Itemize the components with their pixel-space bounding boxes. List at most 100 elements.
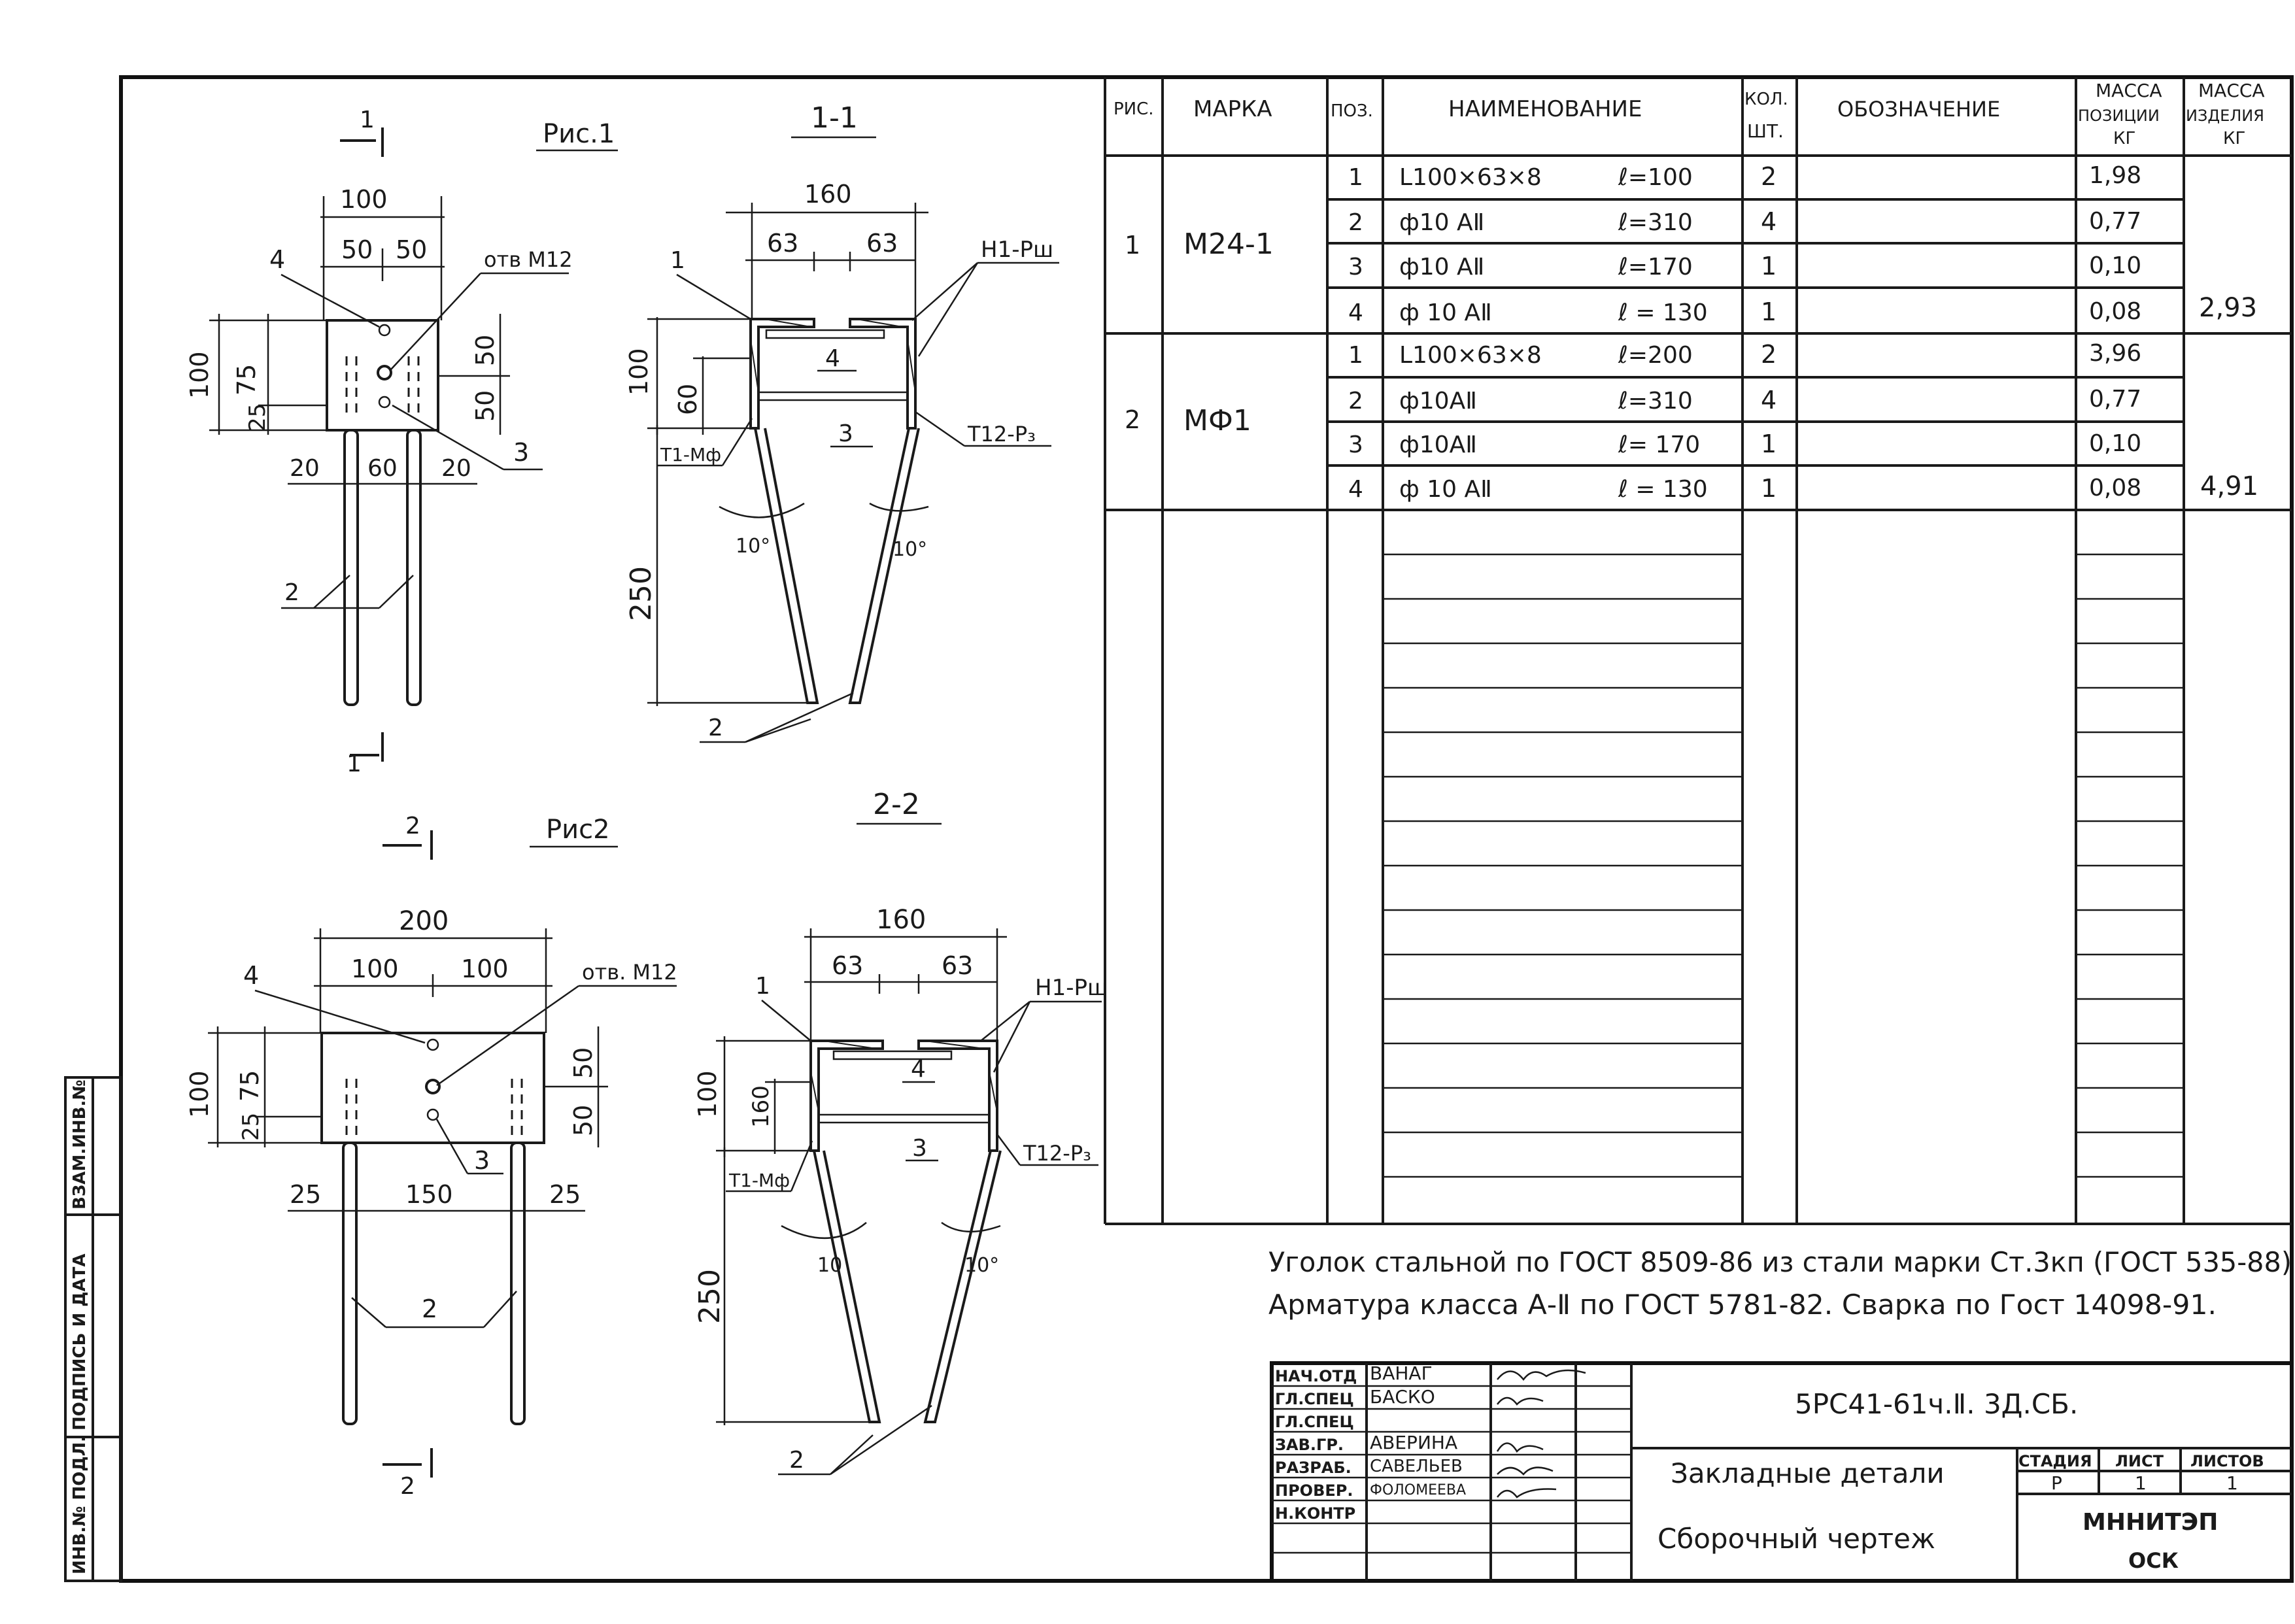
g1-r3-qty: 1 [1761,252,1776,280]
sec1-label-3: 3 [838,420,853,447]
fig1-title: Рис.1 [543,119,615,149]
g2-marka: МФ1 [1183,404,1251,437]
sec1-ang-left: 10° [736,535,770,558]
g2-r2-poz: 2 [1348,388,1363,414]
sec2-dim-160: 160 [748,1085,774,1128]
tb-name1: Закладные детали [1671,1457,1945,1489]
fig1-dim-half-right: 50 [396,235,427,264]
tb-name-5: САВЕЛЬЕВ [1370,1457,1463,1476]
th-mi1: МАССА [2198,80,2265,101]
th-ris: РИС. [1114,99,1154,119]
tb-name-6: ФОЛОМЕЕВА [1370,1482,1466,1498]
tb-role-3: ГЛ.СПЕЦ [1275,1413,1354,1431]
sec1-dim-right63: 63 [866,229,898,258]
sec1-label-h1: Н1-Рш [981,237,1053,263]
g1-r3-poz: 3 [1348,254,1363,280]
sec2-title: 2-2 [873,788,920,821]
empty-rows [1383,553,2184,1178]
tb-sheet: 1 [2135,1472,2147,1494]
g2-r2-len: ℓ=310 [1618,388,1693,414]
th-mi2: ИЗДЕЛИЯ [2186,107,2264,125]
sec2-dim-left63: 63 [832,951,863,980]
sec1-title: 1-1 [811,101,858,135]
fig2-plate [320,1032,545,1144]
g1-r4-qty: 1 [1761,297,1776,326]
sec2-dim-100: 100 [693,1070,722,1118]
g1-r2-mass: 0,77 [2089,208,2141,235]
g1-marka: М24-1 [1183,228,1274,261]
fig2-rod-left [342,1142,358,1425]
sec1-label-t12: Т12-Р₃ [967,422,1036,447]
tb-name2: Сборочный чертеж [1658,1523,1935,1555]
g2-r1-qty: 2 [1761,340,1776,369]
sec2-dim-250: 250 [693,1269,726,1324]
g1-r3-mass: 0,10 [2089,252,2141,279]
sec1-dim-250: 250 [624,566,658,621]
signature-5 [1497,1488,1557,1498]
sec1-dim-total: 160 [804,180,852,209]
th-oboz: ОБОЗНАЧЕНИЕ [1837,97,2000,122]
g1-r4-mass: 0,08 [2089,298,2141,325]
fig1-pos-3: 3 [513,438,529,467]
g2-r3-qty: 1 [1761,430,1776,458]
g1-ris: 1 [1125,231,1140,260]
g2-r4-qty: 1 [1761,474,1776,503]
sec1-dim-60: 60 [673,384,702,415]
tb-stage: Р [2051,1472,2062,1494]
tb-role-4: ЗАВ.ГР. [1275,1436,1344,1454]
g1-r1-name: L100×63×8 [1399,164,1542,191]
tb-sheets-label: ЛИСТОВ [2190,1452,2264,1470]
fig2-dim-half-right: 100 [461,955,509,983]
fig2-hole-label: отв. М12 [582,960,677,985]
fig2-section-mark-top: 2 [405,813,420,839]
g2-r1-name: L100×63×8 [1399,342,1542,369]
fig2-dim-50a: 50 [569,1047,598,1079]
fig1-dim-75: 75 [232,364,261,396]
tb-name-1: ВАНАГ [1370,1362,1433,1384]
side-vzam-inv: ВЗАМ.ИНВ.№ [70,1079,90,1210]
g2-r3-mass: 0,10 [2089,430,2141,457]
sec2-label-t12: Т12-Р₃ [1023,1141,1091,1166]
fig1-dim-50b: 50 [471,390,500,422]
sec2-ang-left: 10 [817,1254,842,1277]
specification-table: РИС. МАРКА ПОЗ. НАИМЕНОВАНИЕ КОЛ. ШТ. ОБ… [1104,77,2292,1225]
sec1-ang-right: 10° [892,538,927,561]
g2-r3-len: ℓ= 170 [1618,431,1700,458]
th-poz: ПОЗ. [1331,101,1373,121]
g1-mass-item: 2,93 [2199,293,2257,323]
fig2-dim-25b: 25 [549,1180,581,1209]
fig2-rod-right [510,1142,526,1425]
note-2: Арматура класса А-Ⅱ по ГОСТ 5781-82. Сва… [1268,1289,2217,1321]
tb-code: 5РС41-61ч.Ⅱ. 3Д.СБ. [1795,1388,2078,1420]
g2-r3-poz: 3 [1348,431,1363,458]
tb-org2: ОСК [2128,1548,2179,1573]
th-mp2: ПОЗИЦИИ [2078,107,2160,125]
g1-r4-name: ф 10 АⅡ [1399,299,1492,326]
section-1-1: 1-1 160 63 63 1 Н1-Рш 4 3 Т12-Р₃ [624,101,1059,743]
fig2-dim-25a: 25 [290,1180,321,1209]
th-mi3: КГ [2223,129,2245,148]
side-podpis-data: ПОДПИСЬ И ДАТА [70,1254,90,1430]
tb-sheets: 1 [2226,1472,2238,1494]
g2-r2-mass: 0,77 [2089,386,2141,413]
sec1-label-4: 4 [825,345,840,372]
fig2-section-mark-bottom: 2 [400,1473,415,1500]
g1-r1-poz: 1 [1348,164,1363,191]
section-2-2: 2-2 160 63 63 1 Н1-Рш 4 3 Т12-Р₃ Т1- [693,788,1108,1476]
tb-role-2: ГЛ.СПЕЦ [1275,1390,1354,1408]
fig1-dim-20b: 20 [441,455,471,482]
g2-r4-mass: 0,08 [2089,475,2141,501]
note-1: Уголок стальной по ГОСТ 8509-86 из стали… [1268,1246,2292,1278]
fig2-dim-width: 200 [399,906,449,936]
title-block: НАЧ.ОТД ВАНАГ ГЛ.СПЕЦ БАСКО ГЛ.СПЕЦ ЗАВ.… [1270,1361,2294,1583]
g2-ris: 2 [1125,405,1140,434]
g1-r3-len: ℓ=170 [1618,254,1693,280]
fig1-rod-left [343,429,359,706]
fig1-dim-width: 100 [340,185,388,214]
sec1-label-2: 2 [708,715,723,741]
g2-r1-len: ℓ=200 [1618,342,1693,369]
g2-mass-item: 4,91 [2200,471,2258,501]
figure-2-plan: Рис2 2 2 200 100 100 отв. М12 4 100 [185,813,677,1500]
tb-sheet-label: ЛИСТ [2115,1452,2164,1470]
sec2-ang-right: 10° [964,1254,999,1277]
